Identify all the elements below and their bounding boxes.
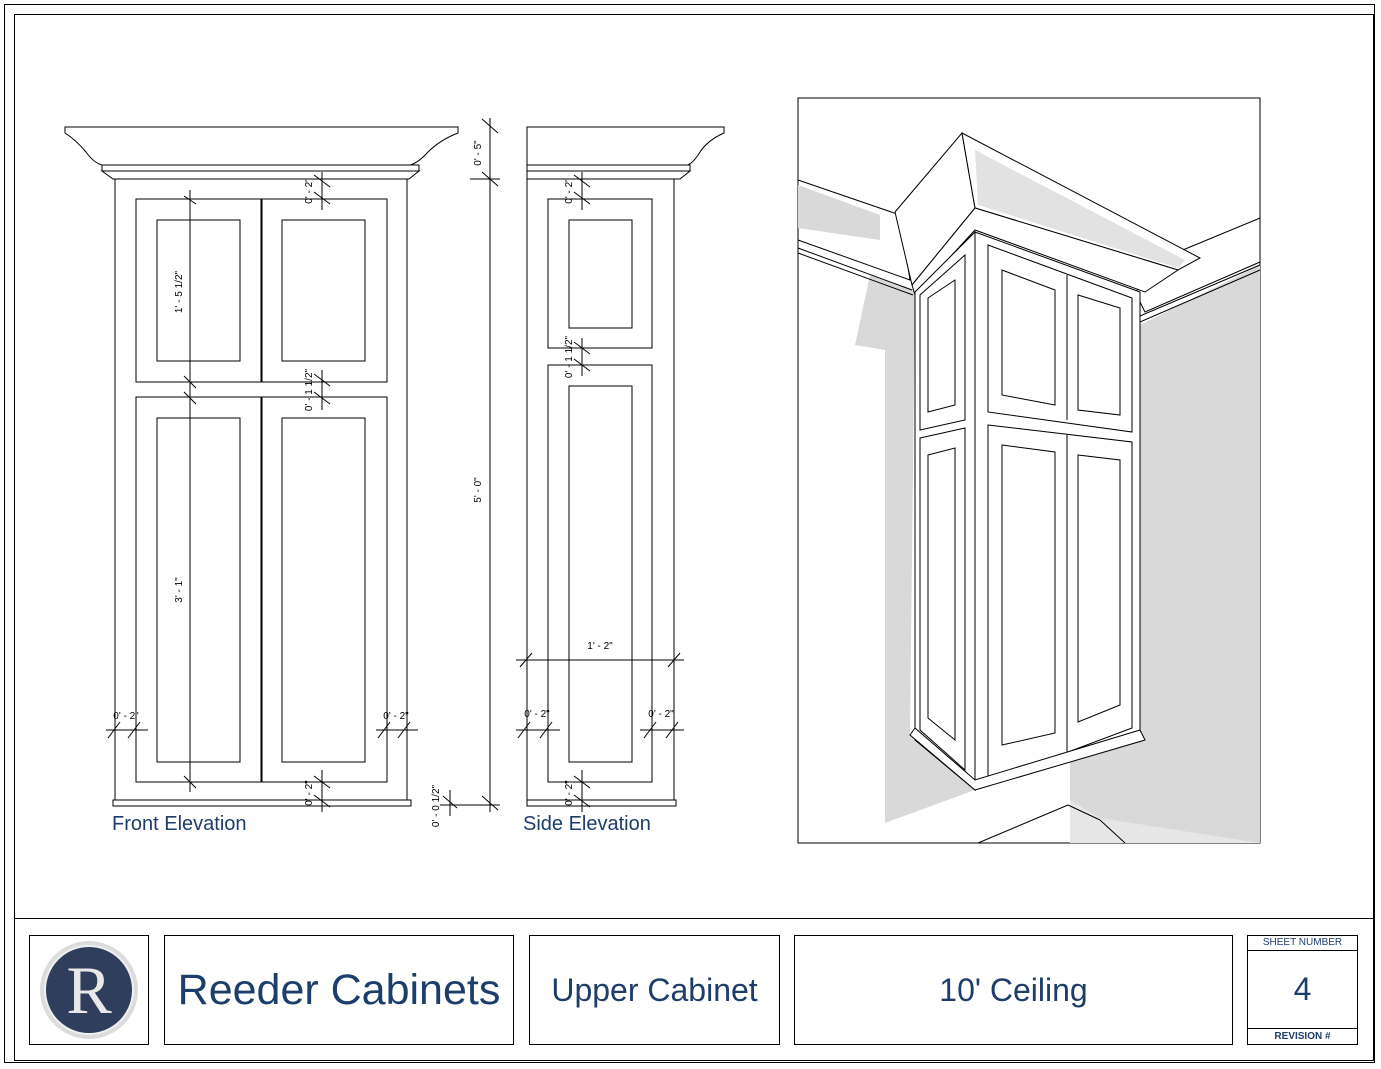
front-crown-cove (100, 170, 421, 180)
dim-base: 0' - 0 1/2" (431, 784, 442, 827)
front-elevation (64, 126, 459, 812)
sheet-box: SHEET NUMBER 4 REVISION # (1247, 935, 1358, 1045)
side-crown-molding (526, 126, 725, 166)
front-upper-left-door (135, 198, 263, 383)
front-crown-fillet (101, 164, 420, 172)
dim-upper-panel: 1' - 5 1/2" (174, 270, 185, 313)
ceiling-height: 10' Ceiling (794, 935, 1233, 1045)
front-crown-molding (64, 126, 459, 166)
dim-side-mid-rail: 0' - 1 1/2" (564, 335, 575, 378)
dim-bottom-rail: 0' - 2" (304, 780, 315, 806)
front-upper-left-panel (156, 219, 241, 362)
dim-left-stile: 0' - 2" (113, 711, 139, 722)
side-elevation-label: Side Elevation (523, 813, 651, 835)
perspective-view (797, 97, 1261, 844)
inner-border (14, 14, 1374, 1061)
side-lower-frame (547, 364, 653, 783)
company-name: Reeder Cabinets (164, 935, 514, 1045)
front-upper-right-door (260, 198, 388, 383)
front-elevation-label: Front Elevation (112, 813, 247, 835)
front-lower-left-panel (156, 417, 241, 763)
sheet-number-label: SHEET NUMBER (1248, 936, 1357, 951)
company-logo: R (40, 941, 138, 1039)
dim-side-left-stile: 0' - 2" (524, 709, 550, 720)
dim-side-top-rail: 0' - 2" (564, 178, 575, 204)
outer-border (4, 4, 1375, 1063)
front-lower-left-door (135, 396, 263, 783)
revision-label: REVISION # (1248, 1028, 1357, 1044)
sheet-number: 4 (1293, 970, 1312, 1007)
side-upper-frame (547, 198, 653, 349)
overall-dimension (440, 118, 500, 816)
front-upper-right-panel (281, 219, 366, 362)
front-base-trim (112, 799, 412, 807)
dim-side-bottom-rail: 0' - 2" (564, 780, 575, 806)
dim-mid-rail: 0' - 1 1/2" (304, 368, 315, 411)
logo-box: R (29, 935, 149, 1045)
logo-letter: R (66, 952, 112, 1028)
front-lower-right-door (260, 396, 388, 783)
dim-crown: 0' - 5" (473, 140, 484, 166)
dim-side-width: 1' - 2" (587, 641, 613, 652)
dim-right-stile: 0' - 2" (383, 711, 409, 722)
dim-lower-panel: 3' - 1" (174, 577, 185, 603)
dim-top-rail: 0' - 2" (304, 178, 315, 204)
side-elevation (516, 126, 725, 812)
dim-side-right-stile: 0' - 2" (648, 709, 674, 720)
dim-overall: 5' - 0" (473, 477, 484, 503)
item-name: Upper Cabinet (529, 935, 780, 1045)
front-lower-right-panel (281, 417, 366, 763)
title-block-divider (14, 918, 1374, 919)
